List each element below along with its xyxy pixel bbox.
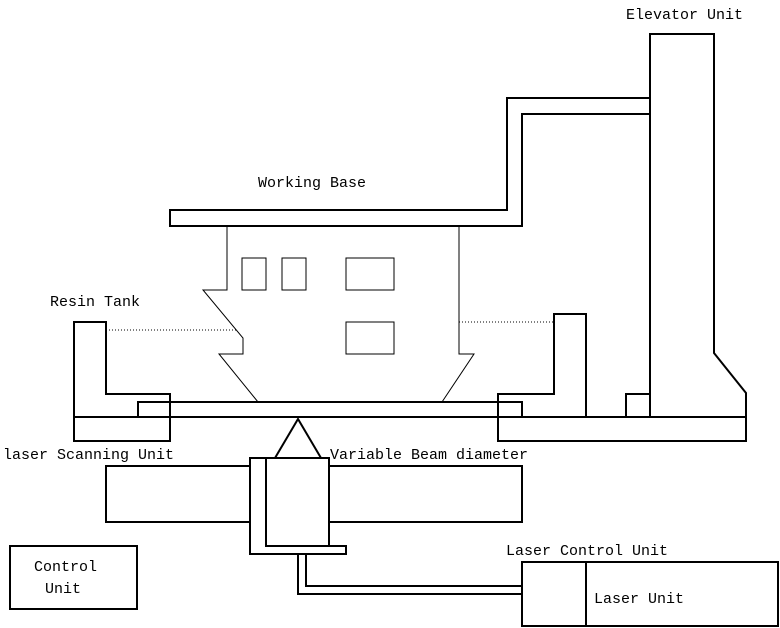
scanning-head-outer	[249, 457, 347, 555]
label-working-base: Working Base	[258, 175, 366, 192]
label-resin-tank: Resin Tank	[50, 294, 140, 311]
resin-tank-right	[497, 313, 587, 417]
built-part-right	[441, 226, 475, 403]
elevator-arm	[169, 97, 650, 227]
laser-unit-box	[521, 561, 779, 627]
label-control-unit-line2: Unit	[45, 581, 81, 598]
label-elevator-unit: Elevator Unit	[626, 7, 743, 24]
part-window-1	[241, 257, 267, 291]
laser-fiber-inner	[305, 554, 522, 587]
part-window-2	[281, 257, 307, 291]
part-window-3	[345, 257, 395, 291]
label-variable-beam-diameter: Variable Beam diameter	[330, 447, 528, 464]
label-laser-scanning-unit: laser Scanning Unit	[3, 447, 174, 464]
part-window-4	[345, 321, 395, 355]
label-laser-control-unit: Laser Control Unit	[506, 543, 668, 560]
label-control-unit-line1: Control	[34, 559, 97, 576]
resin-tank-left	[73, 321, 171, 442]
scanning-head-inner	[265, 458, 329, 547]
laser-fiber	[297, 554, 522, 595]
elevator-foot	[625, 393, 650, 417]
control-unit-box	[9, 545, 138, 610]
laser-scanning-bar	[105, 465, 250, 523]
label-laser-unit: Laser Unit	[594, 591, 684, 608]
elevator-column	[497, 33, 747, 442]
laser-scanning-bar-right	[329, 465, 523, 523]
built-part	[201, 226, 259, 403]
laser-beam-cone	[274, 417, 322, 459]
working-platform	[137, 401, 523, 417]
